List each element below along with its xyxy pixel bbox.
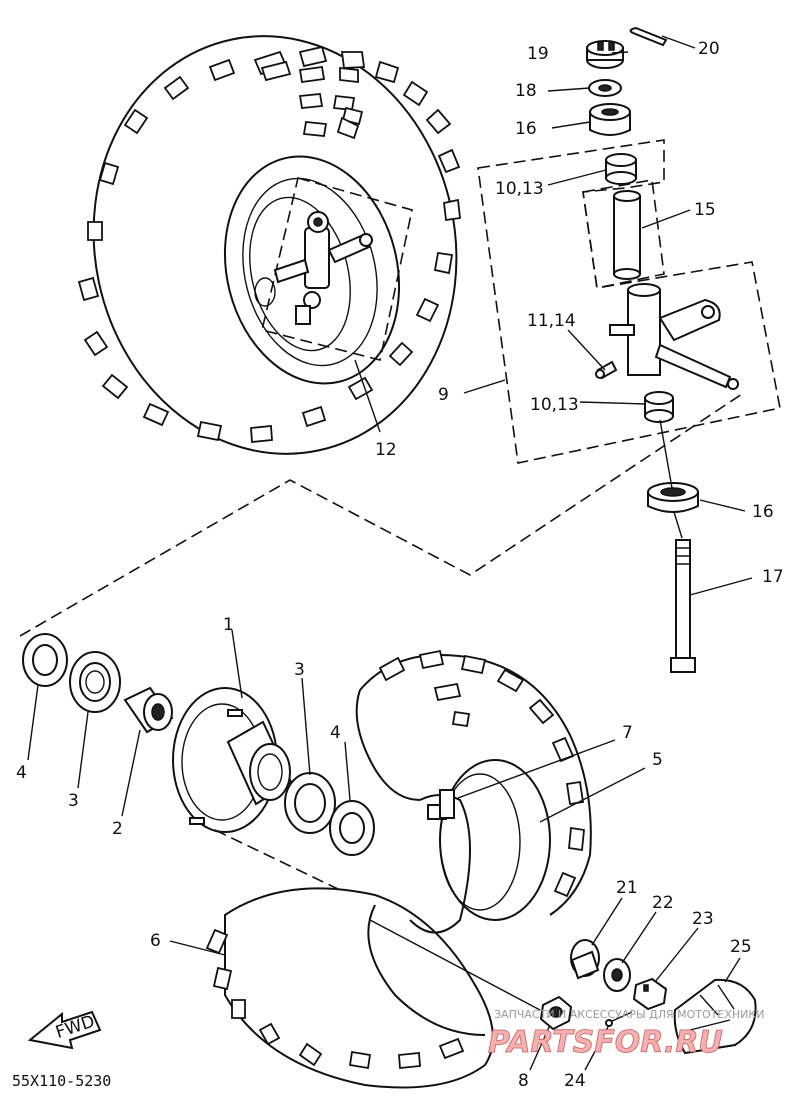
- tire-tread-blocks: [77, 45, 461, 443]
- fwd-arrow-icon: FWD: [27, 1010, 102, 1050]
- callout-16-top: 16: [515, 119, 537, 139]
- castle-nut-23-part: [632, 977, 668, 1011]
- bottom-seal-part: [647, 482, 699, 513]
- spacer-part: [123, 686, 174, 734]
- knuckle-in-wheel: [273, 211, 373, 325]
- callout-2: 2: [112, 819, 123, 839]
- callout-15: 15: [694, 200, 716, 220]
- axle-hardware-group: [539, 939, 757, 1055]
- leader-lines: [27, 35, 753, 1071]
- callout-12: 12: [375, 440, 397, 460]
- callout-4-left: 4: [16, 763, 27, 783]
- grease-nipple-part: [595, 360, 618, 380]
- king-pin-bolt-part: [670, 539, 696, 673]
- knuckle-body-part: [609, 283, 739, 390]
- lower-bushing-part: [644, 391, 674, 423]
- diagram-code: 55X110-5230: [12, 1072, 111, 1090]
- callout-9: 9: [438, 385, 449, 405]
- callout-24: 24: [564, 1071, 586, 1091]
- callout-6: 6: [150, 931, 161, 951]
- callout-21: 21: [616, 878, 638, 898]
- callout-4-right: 4: [330, 723, 341, 743]
- callout-3-right: 3: [294, 660, 305, 680]
- upper-bushing-part: [605, 153, 637, 185]
- bearing-21-part: [570, 939, 600, 980]
- callout-10-13-top: 10,13: [495, 179, 544, 199]
- callout-25: 25: [730, 937, 752, 957]
- cotter-pin-part: [629, 26, 668, 47]
- cotter-pin-24-part: [605, 1011, 633, 1027]
- callout-22: 22: [652, 893, 674, 913]
- callout-19: 19: [527, 44, 549, 64]
- watermark-caption: ЗАПЧАСТИ И АКСЕССУАРЫ ДЛЯ МОТОТЕХНИКИ: [494, 1008, 764, 1021]
- right-bearing-part: [284, 772, 336, 834]
- left-oil-seal-part: [22, 633, 68, 687]
- left-bearing-part: [69, 651, 121, 713]
- collar-part: [613, 190, 641, 280]
- watermark-logo: PARTSFOR.RU: [488, 1025, 723, 1060]
- callout-10-13-bottom: 10,13: [530, 395, 579, 415]
- callout-labels: 20 19 18 16 10,13 15 11,14 9 10,13 12 16…: [16, 39, 784, 1091]
- callout-1: 1: [223, 615, 234, 635]
- callout-7: 7: [622, 723, 633, 743]
- callout-17: 17: [762, 567, 784, 587]
- hub-cap-25-part: [673, 978, 757, 1055]
- callout-3-left: 3: [68, 791, 79, 811]
- exploded-tire-rim: [205, 649, 592, 1089]
- washer-22-part: [603, 958, 631, 992]
- steering-knuckle-group: [477, 26, 781, 673]
- wheel-hub-part: [172, 687, 293, 833]
- callout-16-bottom: 16: [752, 502, 774, 522]
- callout-11-14: 11,14: [527, 311, 576, 331]
- callout-5: 5: [652, 750, 663, 770]
- callout-8: 8: [518, 1071, 529, 1091]
- castle-nut-part: [586, 40, 624, 69]
- right-oil-seal-part: [329, 800, 375, 856]
- callout-18: 18: [515, 81, 537, 101]
- hub-bearings-group: [22, 633, 375, 891]
- callout-20: 20: [698, 39, 720, 59]
- top-seal-part: [589, 103, 631, 136]
- assembled-wheel-drawing: [77, 35, 461, 455]
- nut-part: [539, 995, 573, 1031]
- callout-23: 23: [692, 909, 714, 929]
